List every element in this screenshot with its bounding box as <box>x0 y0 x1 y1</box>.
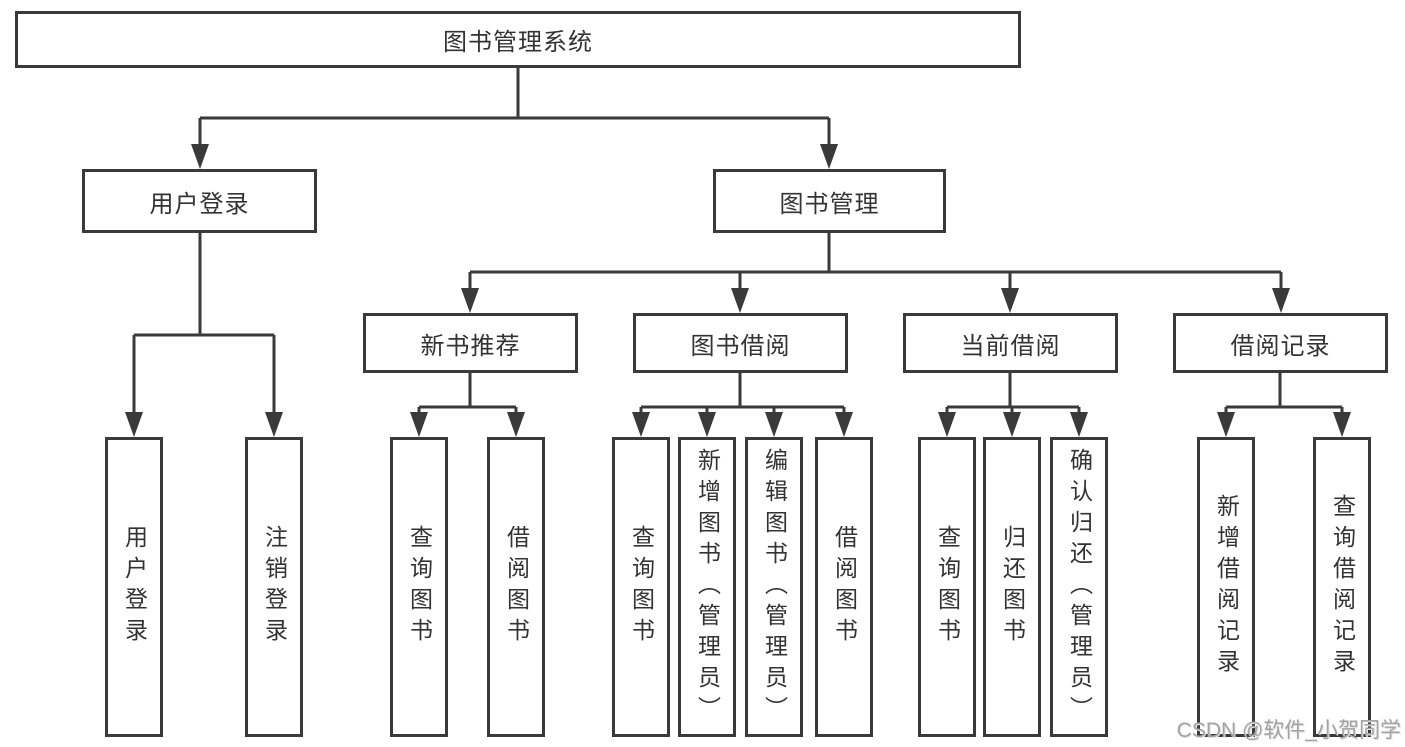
node-label: 图书借阅 <box>690 332 791 360</box>
leaf-query-books-current: 查询图书 <box>918 437 976 737</box>
node-library-management-system: 图书管理系统 <box>15 11 1021 68</box>
node-current-borrow: 当前借阅 <box>903 313 1118 373</box>
leaf-add-book-admin: 新增图书（管理员） <box>678 437 736 737</box>
node-book-management: 图书管理 <box>713 169 946 233</box>
leaf-query-borrow-record: 查询借阅记录 <box>1313 437 1371 737</box>
edge-new-book-recommend-to-children <box>410 373 525 437</box>
node-label: 用户登录 <box>121 525 148 649</box>
leaf-edit-book-admin: 编辑图书（管理员） <box>745 437 803 737</box>
edge-user-login-to-children <box>125 233 283 437</box>
edge-borrow-records-to-children <box>1217 373 1351 437</box>
leaf-borrow-books: 借阅图书 <box>815 437 873 737</box>
leaf-query-books-recommend: 查询图书 <box>390 437 448 737</box>
edge-current-borrow-to-children <box>938 373 1088 437</box>
leaf-confirm-return-admin: 确认归还（管理员） <box>1050 437 1108 737</box>
node-label: 借阅图书 <box>503 525 530 649</box>
node-label: 用户登录 <box>149 190 250 218</box>
node-label: 注销登录 <box>261 525 288 649</box>
node-label: 归还图书 <box>999 525 1026 649</box>
node-label: 新增借阅记录 <box>1213 494 1240 680</box>
node-label: 借阅记录 <box>1230 332 1331 360</box>
leaf-logout: 注销登录 <box>245 437 303 737</box>
node-label: 新增图书（管理员） <box>694 447 721 727</box>
node-new-book-recommend: 新书推荐 <box>363 313 578 373</box>
leaf-return-book: 归还图书 <box>983 437 1041 737</box>
node-label: 查询图书 <box>406 525 433 649</box>
leaf-user-login: 用户登录 <box>105 437 163 737</box>
leaf-query-books-borrow: 查询图书 <box>612 437 670 737</box>
csdn-watermark: CSDN @软件_小贺同学 <box>1176 719 1401 742</box>
node-label: 图书管理系统 <box>443 29 593 56</box>
node-book-borrow: 图书借阅 <box>633 313 848 373</box>
node-label: 当前借阅 <box>960 332 1061 360</box>
edge-book-borrow-to-children <box>632 373 853 437</box>
node-label: 确认归还（管理员） <box>1066 447 1093 727</box>
node-label: 借阅图书 <box>831 525 858 649</box>
node-user-login: 用户登录 <box>82 169 317 233</box>
node-label: 图书管理 <box>779 190 880 218</box>
node-borrow-records: 借阅记录 <box>1173 313 1388 373</box>
node-label: 新书推荐 <box>420 332 521 360</box>
edge-root-to-level2 <box>191 68 838 169</box>
edge-book-management-to-level3 <box>461 233 1290 313</box>
node-label: 编辑图书（管理员） <box>761 447 788 727</box>
leaf-borrow-books-recommend: 借阅图书 <box>487 437 545 737</box>
node-label: 查询图书 <box>934 525 961 649</box>
node-label: 查询图书 <box>628 525 655 649</box>
leaf-add-borrow-record: 新增借阅记录 <box>1197 437 1255 737</box>
node-label: 查询借阅记录 <box>1329 494 1356 680</box>
